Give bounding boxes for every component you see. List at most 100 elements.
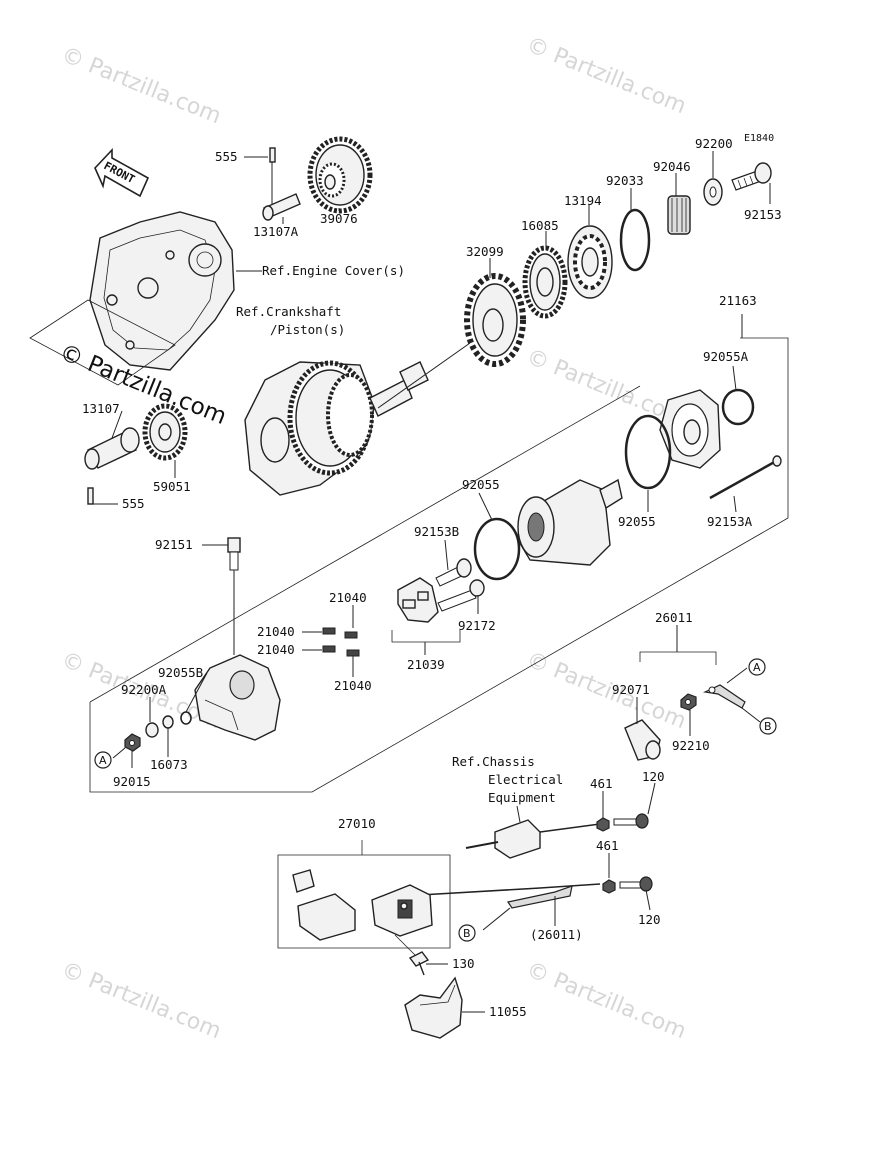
connector-b-label: B bbox=[463, 927, 471, 940]
part-labels: 555 13107A 39076 92200 92046 92033 13194… bbox=[82, 136, 782, 1019]
leader-lines bbox=[92, 151, 771, 1013]
gear-16085-icon bbox=[522, 245, 568, 319]
ref-chassis-line1[interactable]: Ref.Chassis bbox=[452, 754, 535, 769]
part-label[interactable]: 92151 bbox=[155, 537, 193, 552]
part-label[interactable]: 555 bbox=[215, 149, 238, 164]
part-label[interactable]: 92200A bbox=[121, 682, 167, 697]
gear-32099-icon bbox=[464, 273, 526, 367]
relay-assembly-outline bbox=[277, 854, 451, 949]
nut-461-a-icon bbox=[596, 817, 610, 832]
nut-461-b-icon bbox=[602, 879, 616, 894]
part-label[interactable]: 461 bbox=[596, 838, 619, 853]
brush-holder-21039-icon bbox=[397, 577, 439, 623]
boot-92071-icon bbox=[624, 719, 661, 761]
part-label[interactable]: 92153A bbox=[707, 514, 753, 529]
screw-92153B-icon bbox=[435, 558, 472, 587]
part-label[interactable]: 59051 bbox=[153, 479, 191, 494]
ref-crankshaft-line1[interactable]: Ref.Crankshaft bbox=[236, 304, 341, 319]
part-label[interactable]: 92153B bbox=[414, 524, 459, 539]
starter-end-cover-icon bbox=[659, 389, 721, 469]
bolt-92153-icon bbox=[731, 162, 772, 191]
screw-92172-icon bbox=[437, 579, 485, 612]
part-label[interactable]: 32099 bbox=[466, 244, 504, 259]
starter-front-cover-icon bbox=[194, 654, 281, 741]
bolt-92151-icon bbox=[227, 537, 241, 571]
connector-a-label: A bbox=[99, 754, 107, 767]
part-label[interactable]: 120 bbox=[638, 912, 661, 927]
oring-92055A-icon bbox=[721, 388, 755, 426]
gear-59051-icon bbox=[142, 403, 188, 461]
part-label[interactable]: 130 bbox=[452, 956, 475, 971]
part-label[interactable]: 92071 bbox=[612, 682, 650, 697]
part-label[interactable]: 13107A bbox=[253, 224, 299, 239]
fuse-box-icon bbox=[297, 893, 356, 941]
cable-26011-lower-icon bbox=[507, 885, 573, 909]
oring-92055-right-icon bbox=[624, 414, 672, 490]
part-label[interactable]: 13107 bbox=[82, 401, 120, 416]
part-label[interactable]: 92055B bbox=[158, 665, 203, 680]
part-label[interactable]: 11055 bbox=[489, 1004, 527, 1019]
part-label[interactable]: 92055 bbox=[618, 514, 656, 529]
pin-555-top-icon bbox=[269, 147, 276, 163]
part-label[interactable]: 92200 bbox=[695, 136, 733, 151]
part-label[interactable]: 21040 bbox=[257, 642, 295, 657]
part-label[interactable]: 21040 bbox=[329, 590, 367, 605]
crankshaft-icon bbox=[244, 360, 429, 496]
armature-icon bbox=[517, 478, 623, 566]
part-label[interactable]: 92210 bbox=[672, 738, 710, 753]
part-label[interactable]: 92033 bbox=[606, 173, 644, 188]
part-label[interactable]: 120 bbox=[642, 769, 665, 784]
connector-a-left bbox=[94, 751, 112, 769]
part-label[interactable]: 21040 bbox=[334, 678, 372, 693]
part-label[interactable]: 16073 bbox=[150, 757, 188, 772]
bolt-120-a-icon bbox=[613, 813, 649, 829]
part-label[interactable]: 26011 bbox=[655, 610, 693, 625]
part-label[interactable]: 16085 bbox=[521, 218, 559, 233]
connector-b-right bbox=[759, 717, 777, 735]
bolt-120-b-icon bbox=[619, 876, 653, 892]
starter-assembly-outline bbox=[89, 337, 789, 793]
part-label[interactable]: 92153 bbox=[744, 207, 782, 222]
ref-engine-cover[interactable]: Ref.Engine Cover(s) bbox=[262, 263, 405, 278]
watermark: © Partzilla.com bbox=[523, 957, 690, 1044]
relay-bracket-icon bbox=[465, 819, 601, 859]
part-label[interactable]: 461 bbox=[590, 776, 613, 791]
connector-a-label: A bbox=[753, 661, 761, 674]
shaft-13107-icon bbox=[84, 427, 140, 470]
part-label[interactable]: 92046 bbox=[653, 159, 691, 174]
bolt-130-icon bbox=[408, 951, 430, 976]
oring-92055-left-icon bbox=[473, 517, 521, 581]
part-label[interactable]: 555 bbox=[122, 496, 145, 511]
nut-92210-icon bbox=[680, 693, 697, 711]
ref-crankshaft-line2[interactable]: /Piston(s) bbox=[270, 322, 345, 337]
part-label[interactable]: 21040 bbox=[257, 624, 295, 639]
washer-92200A-icon bbox=[145, 722, 159, 738]
part-label[interactable]: 27010 bbox=[338, 816, 376, 831]
bracket-11055-icon bbox=[404, 976, 463, 1039]
part-label[interactable]: 92055 bbox=[462, 477, 500, 492]
ref-chassis-line2[interactable]: Electrical bbox=[488, 772, 563, 787]
ref-chassis-line3[interactable]: Equipment bbox=[488, 790, 556, 805]
part-label[interactable]: 92015 bbox=[113, 774, 151, 789]
bolt-92153A-icon bbox=[709, 455, 782, 500]
reference-labels: Ref.Engine Cover(s) Ref.Crankshaft /Pist… bbox=[236, 263, 563, 805]
watermark: © Partzilla.com bbox=[523, 647, 690, 734]
part-label[interactable]: 21039 bbox=[407, 657, 445, 672]
part-label[interactable]: (26011) bbox=[530, 927, 583, 942]
collar-16073-icon bbox=[162, 715, 174, 729]
connector-b-left bbox=[458, 924, 476, 942]
engine-cover-icon bbox=[89, 211, 235, 371]
leader bbox=[377, 342, 471, 409]
front-arrow-icon: FRONT bbox=[94, 147, 150, 198]
part-label[interactable]: 92055A bbox=[703, 349, 749, 364]
connector-b-label: B bbox=[764, 720, 772, 733]
part-label[interactable]: 92172 bbox=[458, 618, 496, 633]
starter-relay-icon bbox=[371, 884, 433, 937]
part-label[interactable]: 13194 bbox=[564, 193, 602, 208]
part-label[interactable]: 39076 bbox=[320, 211, 358, 226]
watermark: © Partzilla.com bbox=[523, 32, 690, 119]
cable-26011-icon bbox=[702, 684, 746, 709]
part-label[interactable]: 21163 bbox=[719, 293, 757, 308]
